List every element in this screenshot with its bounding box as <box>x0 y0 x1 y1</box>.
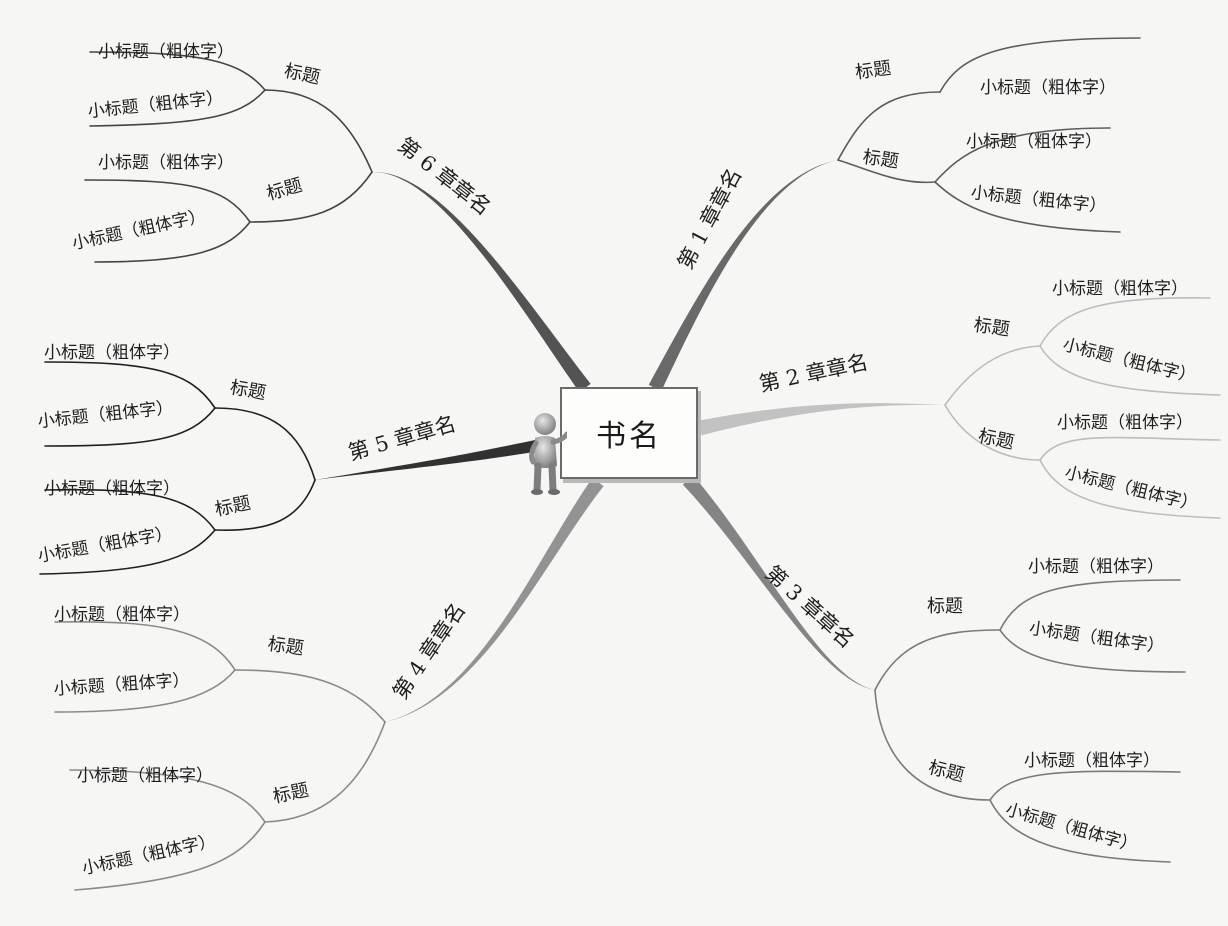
chapter-1-heading-1-branch <box>837 91 941 161</box>
chapter-4-heading-2-branch <box>264 721 386 823</box>
chapter-2-heading-2-label: 标题 <box>976 426 1016 454</box>
chapter-4-heading-2-label: 标题 <box>271 780 311 808</box>
chapter-3-heading-2-label: 标题 <box>926 757 966 786</box>
chapter-1-heading-1-sub-1-branch <box>939 37 1141 93</box>
heading-branches <box>39 37 1221 891</box>
chapter-6-heading-2-branch <box>249 171 373 223</box>
chapter-3-heading-1-sub-2-label: 小标题（粗体字） <box>1028 619 1165 658</box>
chapter-4-heading-1-sub-2-branch <box>54 669 236 713</box>
chapter-3-branch <box>682 475 875 690</box>
chapter-5-label: 第 5 章章名 <box>346 411 459 465</box>
chapter-6-heading-1-sub-2-branch <box>89 89 266 127</box>
chapter-1-heading-1-label: 标题 <box>854 58 893 84</box>
chapter-5-heading-1-sub-1-branch <box>44 361 216 409</box>
chapter-4-heading-1-sub-1-branch <box>54 620 236 671</box>
chapter-5-heading-1-sub-1-label: 小标题（粗体字） <box>44 343 180 363</box>
chapter-2-heading-1-sub-2-label: 小标题（粗体字） <box>1061 335 1198 387</box>
chapter-1-heading-2-branch <box>837 159 936 184</box>
chapter-5-heading-2-sub-1-label: 小标题（粗体字） <box>44 479 180 499</box>
chapter-6-heading-2-sub-1-label: 小标题（粗体字） <box>98 153 234 173</box>
chapter-5-heading-2-label: 标题 <box>213 493 253 521</box>
chapter-4-heading-1-sub-1-label: 小标题（粗体字） <box>54 605 190 625</box>
chapter-3-heading-1-branch <box>874 629 1001 691</box>
chapter-2-heading-1-branch <box>944 345 1041 406</box>
presenter-figure-icon <box>529 413 567 495</box>
chapter-3-heading-1-sub-1-label: 小标题（粗体字） <box>1028 557 1164 577</box>
chapter-6-heading-1-sub-1-label: 小标题（粗体字） <box>98 42 234 62</box>
chapter-4-heading-1-branch <box>234 669 386 723</box>
chapter-1-heading-2-sub-1-label: 小标题（粗体字） <box>966 132 1102 152</box>
chapter-2-heading-2-sub-1-label: 小标题（粗体字） <box>1057 413 1193 433</box>
chapter-4-heading-2-sub-2-label: 小标题（粗体字） <box>80 831 217 879</box>
chapter-3-heading-2-sub-1-label: 小标题（粗体字） <box>1024 751 1160 771</box>
chapter-3-heading-1-label: 标题 <box>927 596 963 617</box>
chapter-3-heading-2-sub-2-label: 小标题（粗体字） <box>1003 800 1139 857</box>
chapter-6-heading-1-branch <box>264 89 373 173</box>
chapter-4-heading-2-sub-1-label: 小标题（粗体字） <box>77 766 213 786</box>
chapter-6-heading-2-sub-2-label: 小标题（粗体字） <box>70 206 207 254</box>
chapter-5-heading-2-sub-2-branch <box>39 529 216 575</box>
chapter-6-branch <box>372 171 591 393</box>
chapter-2-heading-1-sub-1-branch <box>1039 297 1211 347</box>
chapter-6-heading-1-sub-1-branch <box>89 51 266 91</box>
chapter-1-label: 第 1 章章名 <box>673 164 746 273</box>
chapter-2-label: 第 2 章章名 <box>757 350 870 396</box>
chapter-4-heading-2-sub-2-branch <box>74 821 266 891</box>
chapter-4-heading-1-label: 标题 <box>266 634 305 660</box>
chapter-2-branch <box>698 403 945 436</box>
chapter-5-heading-1-sub-2-label: 小标题（粗体字） <box>37 398 174 432</box>
chapter-2-heading-2-branch <box>944 404 1041 461</box>
chapter-4-heading-1-sub-2-label: 小标题（粗体字） <box>53 670 190 699</box>
chapter-1-heading-2-sub-1-branch <box>934 127 1111 183</box>
chapter-4-branch <box>385 477 604 722</box>
book-title-box: 书名 <box>560 387 698 479</box>
chapter-3-heading-1-sub-1-branch <box>999 579 1181 631</box>
chapter-2-heading-2-sub-2-label: 小标题（粗体字） <box>1063 463 1200 515</box>
chapter-3-heading-2-sub-1-branch <box>989 770 1181 801</box>
chapter-6-heading-2-sub-1-branch <box>84 179 251 223</box>
chapter-2-heading-1-sub-2-branch <box>1039 345 1221 396</box>
chapter-1-heading-2-sub-2-branch <box>934 181 1121 233</box>
chapter-6-heading-1-label: 标题 <box>282 61 322 89</box>
chapter-4-heading-2-sub-1-branch <box>69 769 266 823</box>
chapter-1-heading-2-label: 标题 <box>861 147 900 173</box>
chapter-2-heading-1-label: 标题 <box>972 315 1011 341</box>
chapter-6-heading-2-sub-2-branch <box>94 221 251 263</box>
chapter-2-heading-1-sub-1-label: 小标题（粗体字） <box>1052 279 1188 299</box>
chapter-5-heading-1-branch <box>214 407 316 481</box>
chapter-3-heading-2-branch <box>874 689 991 801</box>
chapter-6-heading-1-sub-2-label: 小标题（粗体字） <box>87 88 224 122</box>
chapter-5-heading-2-branch <box>214 479 316 532</box>
chapter-branches <box>315 160 945 722</box>
chapter-5-heading-2-sub-1-branch <box>44 488 216 531</box>
chapter-4-label: 第 4 章章名 <box>388 598 470 703</box>
chapter-3-heading-2-sub-2-branch <box>989 799 1171 863</box>
book-title: 书名 <box>596 419 662 454</box>
chapter-2-heading-2-sub-1-branch <box>1039 436 1221 461</box>
chapter-2-heading-2-sub-2-branch <box>1039 459 1221 519</box>
chapter-5-heading-1-sub-2-branch <box>44 407 216 447</box>
chapter-1-branch <box>648 160 838 392</box>
chapter-5-heading-1-label: 标题 <box>228 377 267 404</box>
chapter-6-heading-2-label: 标题 <box>264 175 304 205</box>
chapter-5-heading-2-sub-2-label: 小标题（粗体字） <box>36 523 173 566</box>
chapter-1-heading-2-sub-2-label: 小标题（粗体字） <box>970 183 1107 217</box>
chapter-1-heading-1-sub-1-label: 小标题（粗体字） <box>980 78 1116 98</box>
chapter-3-heading-1-sub-2-branch <box>999 629 1186 673</box>
